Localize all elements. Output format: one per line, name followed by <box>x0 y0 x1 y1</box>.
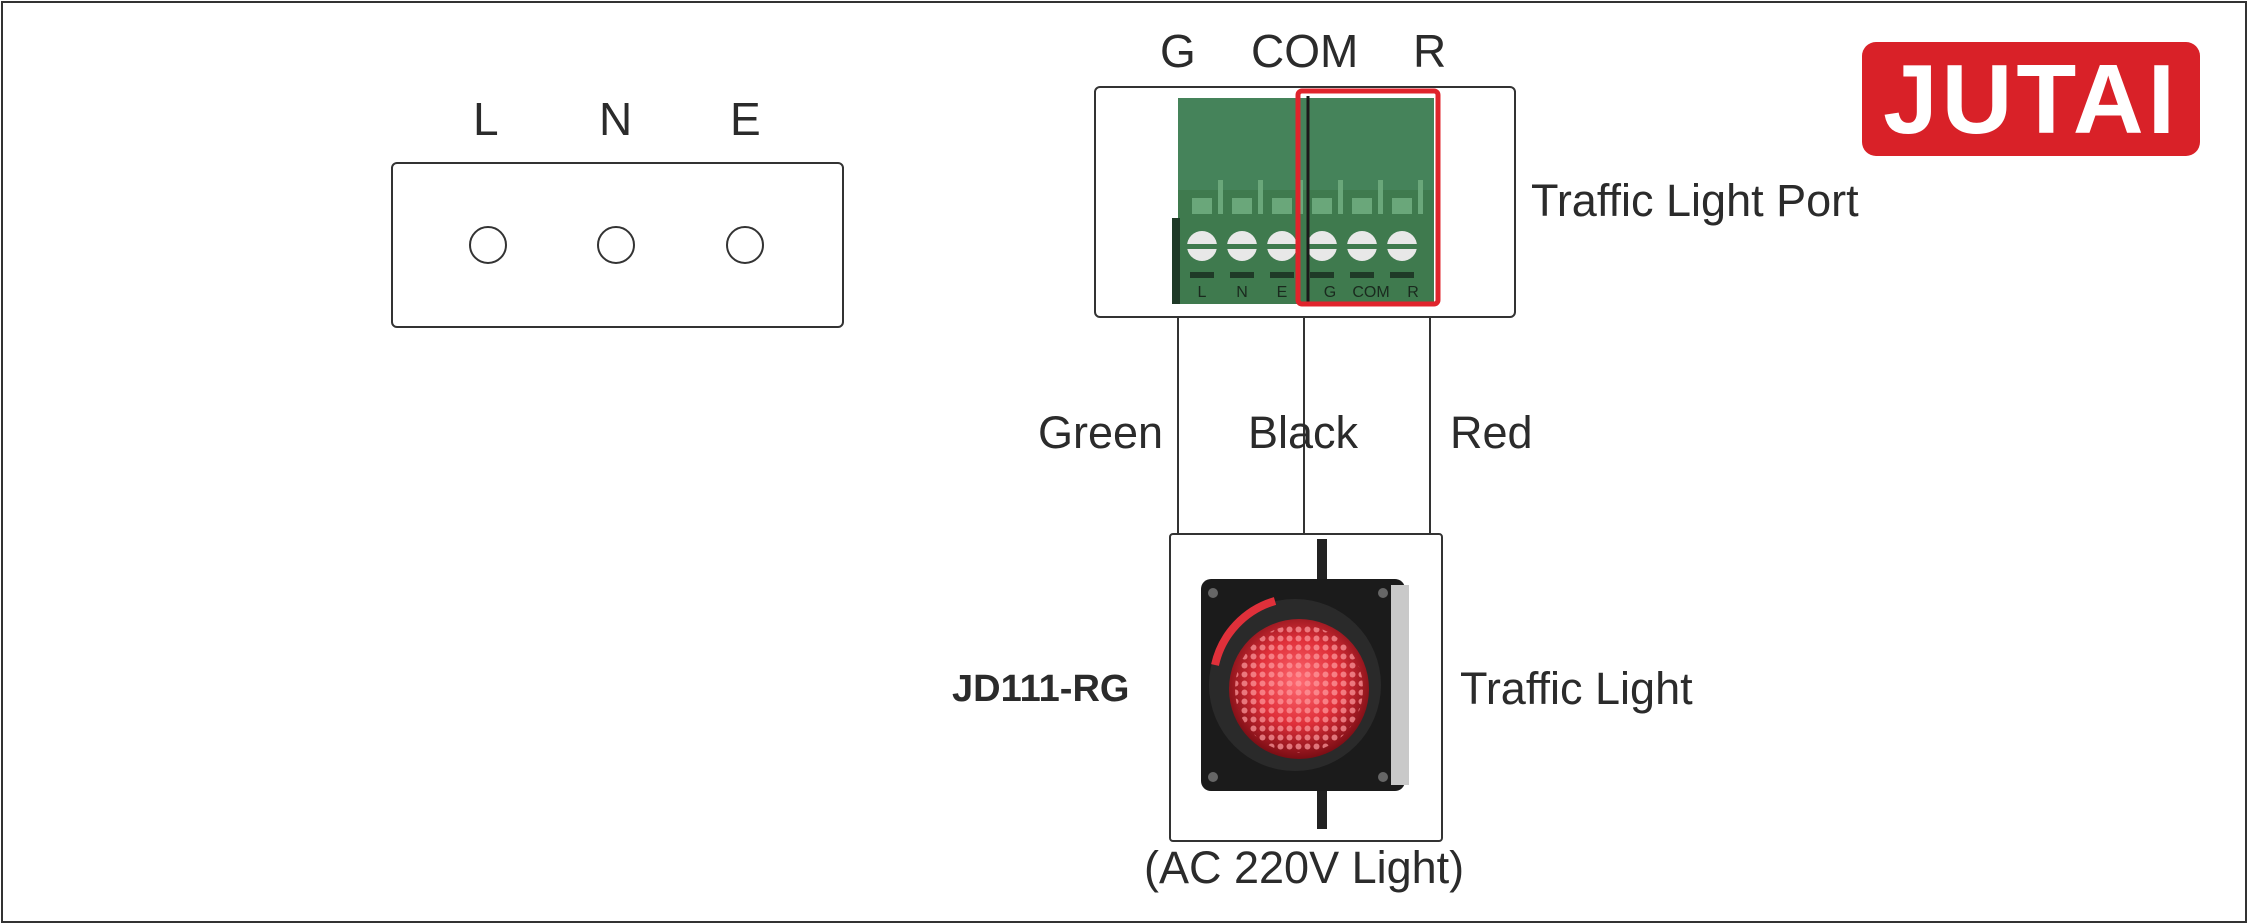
terminal-block-top <box>1178 98 1434 190</box>
terminal-hole-e <box>726 226 764 264</box>
logo-text: JUTAI <box>1883 43 2179 154</box>
terminal-ridges <box>1192 180 1423 214</box>
terminal-hole-l <box>469 226 507 264</box>
mount-bottom <box>1317 785 1327 829</box>
visor-reflection <box>1211 597 1277 666</box>
terminal-screws <box>1187 231 1417 261</box>
voltage-caption: (AC 220V Light) <box>1144 842 1465 893</box>
terminal-label-l: L <box>473 93 499 145</box>
block-label-l: L <box>1198 284 1207 301</box>
housing-side <box>1391 585 1409 785</box>
led-array <box>1235 625 1363 753</box>
wire-label-green: Green <box>1038 407 1164 458</box>
terminal-block-labels: L N E G COM R <box>1198 284 1419 301</box>
port-label-com: COM <box>1251 25 1359 77</box>
terminal-block: L N E G COM R <box>1172 88 1441 307</box>
port-label-g: G <box>1160 25 1196 77</box>
wire-label-red: Red <box>1450 407 1533 458</box>
traffic-light-caption: Traffic Light <box>1460 663 1693 714</box>
traffic-light-port-caption: Traffic Light Port <box>1531 175 1859 226</box>
block-label-com: COM <box>1352 284 1389 301</box>
terminal-hole-n <box>597 226 635 264</box>
terminal-slots <box>1190 272 1414 278</box>
terminal-block-side <box>1172 218 1180 304</box>
port-label-r: R <box>1413 25 1447 77</box>
mount-top <box>1317 539 1327 583</box>
block-label-e: E <box>1277 284 1288 301</box>
block-label-r: R <box>1407 284 1419 301</box>
jutai-logo: JUTAI <box>1862 42 2200 156</box>
block-label-n: N <box>1236 284 1248 301</box>
traffic-light-image <box>1201 539 1409 829</box>
block-label-g: G <box>1324 284 1336 301</box>
terminal-label-n: N <box>599 93 633 145</box>
highlight-box <box>1295 88 1441 307</box>
terminal-label-e: E <box>730 93 761 145</box>
power-terminal-box <box>391 162 844 328</box>
wire-label-black: Black <box>1248 407 1359 458</box>
model-number: JD111-RG <box>952 668 1130 710</box>
